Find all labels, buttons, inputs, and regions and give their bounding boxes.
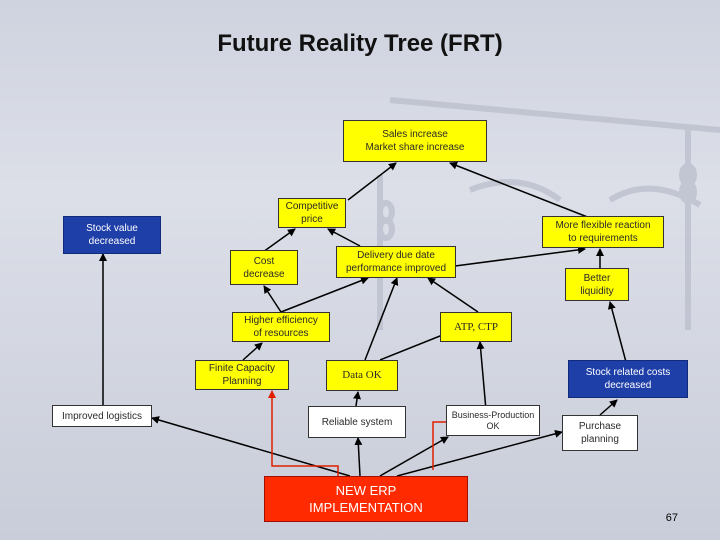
node-purchase-planning: Purchase planning xyxy=(562,415,638,451)
node-cost-decrease: Cost decrease xyxy=(230,250,298,285)
page-number: 67 xyxy=(665,512,678,524)
node-sales-increase: Sales increase Market share increase xyxy=(343,120,487,162)
node-atp-ctp: ATP, CTP xyxy=(440,312,512,342)
node-stock-value-decreased: Stock value decreased xyxy=(63,216,161,254)
node-stock-related-costs: Stock related costs decreased xyxy=(568,360,688,398)
node-more-flexible-reaction: More flexible reaction to requirements xyxy=(542,216,664,248)
node-competitive-price: Competitive price xyxy=(278,198,346,228)
node-improved-logistics: Improved logistics xyxy=(52,405,152,427)
node-new-erp-implementation: NEW ERP IMPLEMENTATION xyxy=(264,476,468,522)
node-higher-efficiency: Higher efficiency of resources xyxy=(232,312,330,342)
node-reliable-system: Reliable system xyxy=(308,406,406,438)
slide-title: Future Reality Tree (FRT) xyxy=(217,30,503,57)
node-delivery-due-date: Delivery due date performance improved xyxy=(336,246,456,278)
node-finite-capacity-planning: Finite Capacity Planning xyxy=(195,360,289,390)
node-data-ok: Data OK xyxy=(326,360,398,391)
node-business-production-ok: Business-Production OK xyxy=(446,405,540,436)
node-better-liquidity: Better liquidity xyxy=(565,268,629,301)
